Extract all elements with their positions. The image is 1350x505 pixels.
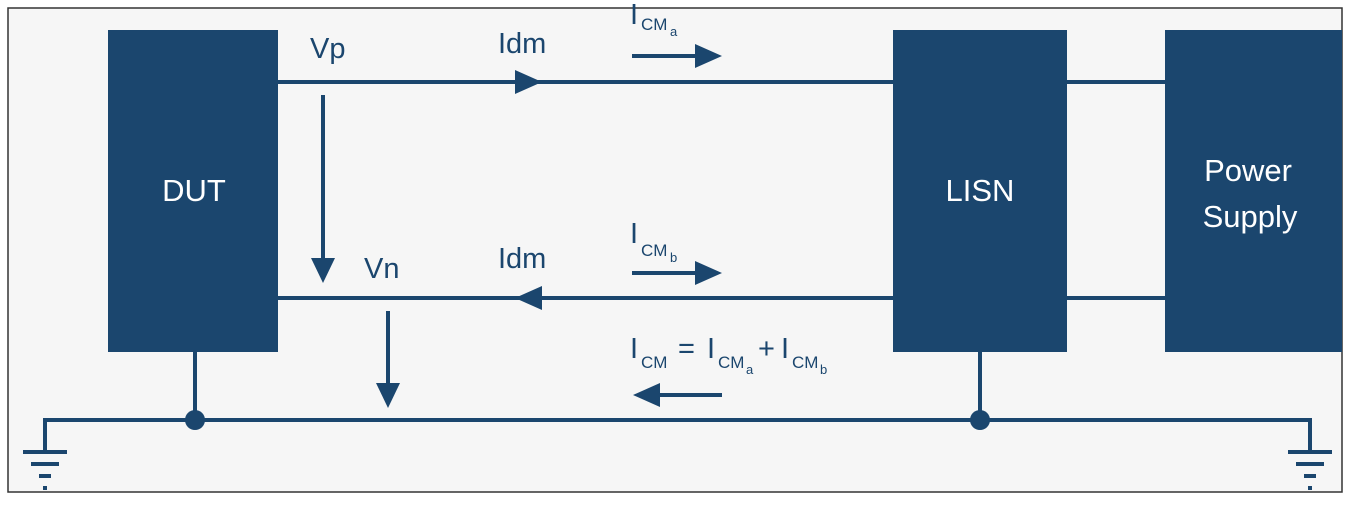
svg-text:CM: CM bbox=[792, 353, 818, 372]
svg-text:+: + bbox=[758, 333, 775, 365]
svg-text:CM: CM bbox=[641, 353, 667, 372]
svg-text:b: b bbox=[820, 362, 827, 377]
icm-equation: I CM = I CM a + I CM b bbox=[630, 333, 827, 377]
ground-plane-line bbox=[43, 418, 1312, 452]
svg-text:I: I bbox=[630, 0, 638, 31]
vp-label: Vp bbox=[310, 33, 345, 65]
svg-text:CM: CM bbox=[718, 353, 744, 372]
icm-b-arrow bbox=[632, 261, 722, 285]
idm-return-arrowhead bbox=[515, 286, 542, 310]
power-supply-block bbox=[1165, 30, 1342, 352]
vn-label: Vn bbox=[364, 253, 399, 285]
icm-a-label: I CM a bbox=[630, 0, 678, 39]
svg-text:b: b bbox=[670, 250, 677, 265]
svg-text:I: I bbox=[630, 218, 638, 250]
svg-text:a: a bbox=[746, 362, 754, 377]
icm-a-arrow bbox=[632, 44, 722, 68]
svg-text:I: I bbox=[781, 333, 789, 365]
idm-forward-arrowhead bbox=[515, 70, 542, 94]
voltage-arrow-vp bbox=[311, 95, 335, 283]
common-mode-ground-arrow bbox=[376, 311, 400, 408]
idm-return-label: Idm bbox=[498, 243, 546, 275]
lisn-ground-junction bbox=[970, 410, 990, 430]
wires bbox=[43, 80, 1312, 452]
power-supply-label-line2: Supply bbox=[1203, 199, 1298, 234]
svg-text:=: = bbox=[678, 333, 695, 365]
lisn-label: LISN bbox=[946, 173, 1015, 208]
svg-text:CM: CM bbox=[641, 15, 667, 34]
svg-text:CM: CM bbox=[641, 241, 667, 260]
ground-symbol-left bbox=[23, 450, 67, 490]
svg-text:I: I bbox=[630, 333, 638, 365]
svg-text:I: I bbox=[707, 333, 715, 365]
idm-forward-label: Idm bbox=[498, 28, 546, 60]
dut-block bbox=[108, 30, 278, 352]
svg-text:a: a bbox=[670, 24, 678, 39]
power-supply-label-line1: Power bbox=[1204, 153, 1292, 188]
dut-ground-junction bbox=[185, 410, 205, 430]
lisn-block bbox=[893, 30, 1067, 352]
icm-b-label: I CM b bbox=[630, 218, 677, 265]
dut-label: DUT bbox=[162, 173, 226, 208]
icm-total-arrow bbox=[633, 383, 722, 407]
ground-symbol-right bbox=[1288, 450, 1332, 490]
